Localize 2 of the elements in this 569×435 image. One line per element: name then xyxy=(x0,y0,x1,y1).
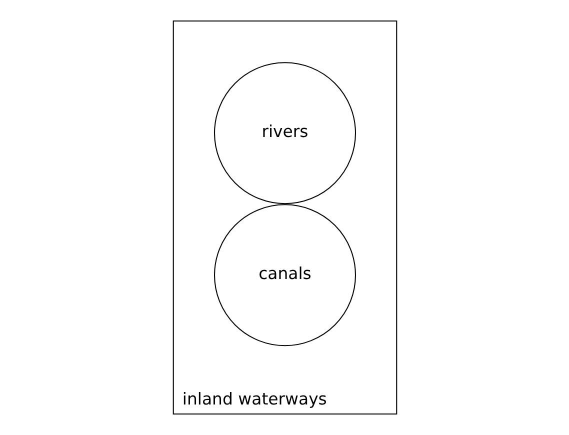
node-circle: rivers xyxy=(214,62,356,204)
node-circle: canals xyxy=(214,204,356,346)
